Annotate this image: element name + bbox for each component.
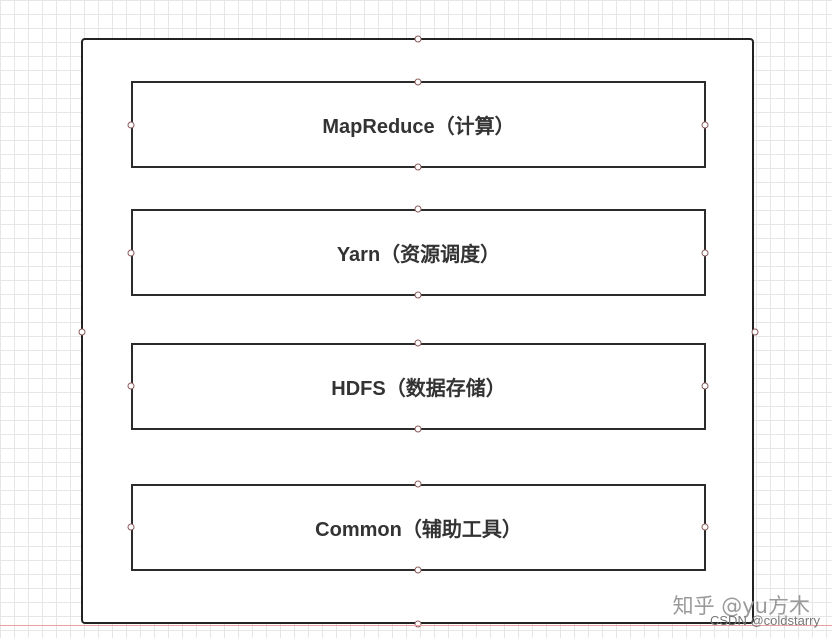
layer-mapreduce: MapReduce（计算） [131, 81, 706, 168]
layer-yarn-label: Yarn（资源调度） [336, 244, 501, 266]
layer-hdfs: HDFS（数据存储） [131, 343, 706, 430]
layer-hdfs-right-handle[interactable] [701, 382, 709, 390]
page-divider-line [0, 625, 832, 626]
layer-mapreduce-bottom-handle[interactable] [414, 163, 422, 171]
layer-yarn-top-handle[interactable] [414, 205, 422, 213]
layer-common-left-handle[interactable] [127, 523, 135, 531]
layer-common-right-handle[interactable] [701, 523, 709, 531]
layer-common-bottom-handle[interactable] [414, 566, 422, 574]
layer-mapreduce-left-handle[interactable] [127, 121, 135, 129]
layer-hdfs-bottom-handle[interactable] [414, 425, 422, 433]
csdn-watermark: CSDN @coldstarry [710, 613, 820, 628]
layer-mapreduce-right-handle[interactable] [701, 121, 709, 129]
zhihu-watermark: 知乎 @yu方木 [672, 594, 810, 618]
layer-mapreduce-top-handle[interactable] [414, 78, 422, 86]
layer-hdfs-label: HDFS（数据存储） [331, 378, 506, 400]
layer-yarn: Yarn（资源调度） [131, 209, 706, 296]
layer-yarn-bottom-handle[interactable] [414, 291, 422, 299]
layer-hdfs-left-handle[interactable] [127, 382, 135, 390]
outer-right-handle[interactable] [751, 328, 759, 336]
layer-common: Common（辅助工具） [131, 484, 706, 571]
layer-common-top-handle[interactable] [414, 480, 422, 488]
layer-common-label: Common（辅助工具） [315, 519, 522, 541]
layer-hdfs-top-handle[interactable] [414, 339, 422, 347]
layer-yarn-right-handle[interactable] [701, 249, 709, 257]
layer-mapreduce-label: MapReduce（计算） [322, 116, 515, 138]
outer-bottom-handle[interactable] [414, 620, 422, 628]
outer-left-handle[interactable] [78, 328, 86, 336]
outer-top-handle[interactable] [414, 35, 422, 43]
layer-yarn-left-handle[interactable] [127, 249, 135, 257]
